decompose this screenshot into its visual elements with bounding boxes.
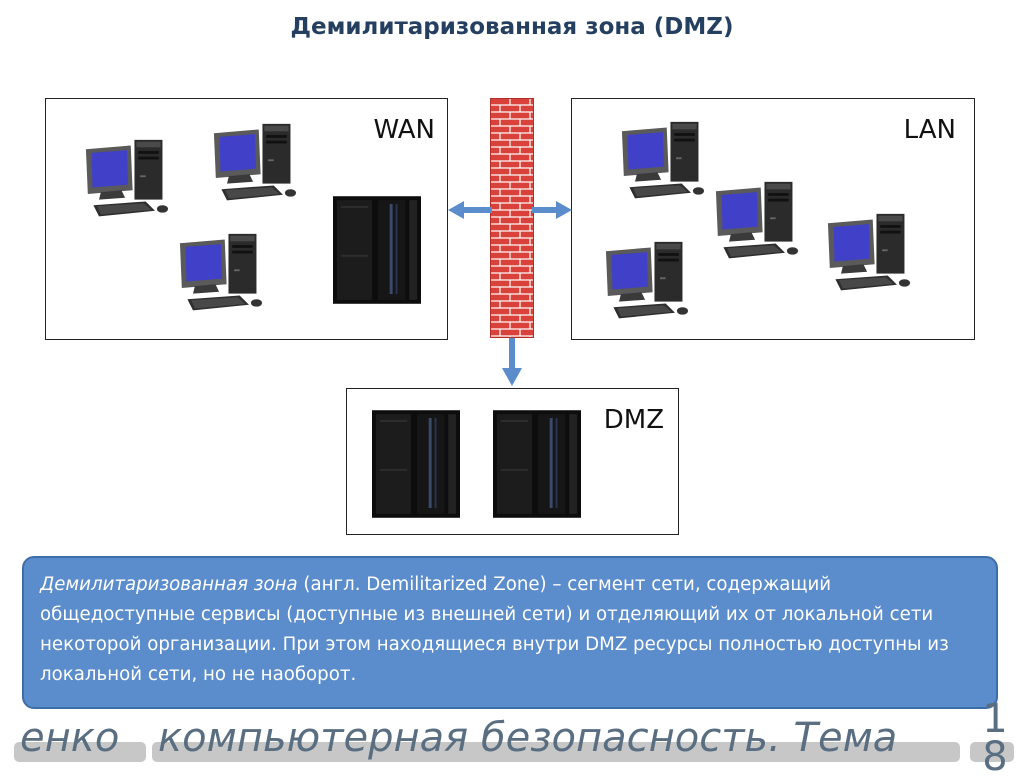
arrow-to-lan — [532, 207, 558, 213]
dmz-label: DMZ — [603, 405, 664, 435]
footer-left-text: енко — [20, 715, 120, 761]
arrow-to-wan — [462, 207, 492, 213]
arrow-to-dmz — [509, 338, 515, 370]
wan-label: WAN — [373, 115, 435, 145]
definition-text: (англ. Demilitarized Zone) – сегмент сет… — [40, 574, 949, 685]
server-rack-icon — [372, 410, 460, 518]
definition-term: Демилитаризованная зона — [40, 574, 298, 595]
page-title: Демилитаризованная зона (DMZ) — [290, 14, 734, 40]
footer-pill — [152, 742, 960, 762]
firewall-icon — [490, 98, 534, 338]
definition-box: Демилитаризованная зона (англ. Demilitar… — [22, 556, 998, 709]
workstation-icon — [708, 180, 806, 264]
server-rack-icon — [333, 196, 421, 304]
footer: енко компьютерная безопасность. Тема — [0, 712, 1024, 767]
footer-pill — [970, 742, 1014, 762]
workstation-icon — [78, 138, 176, 222]
workstation-icon — [598, 240, 696, 324]
lan-label: LAN — [903, 115, 956, 145]
footer-main-text: компьютерная безопасность. Тема — [158, 715, 898, 761]
footer-pill — [14, 742, 146, 762]
workstation-icon — [614, 120, 712, 204]
workstation-icon — [206, 122, 304, 206]
workstation-icon — [172, 232, 270, 316]
server-rack-icon — [493, 410, 581, 518]
workstation-icon — [820, 212, 918, 296]
